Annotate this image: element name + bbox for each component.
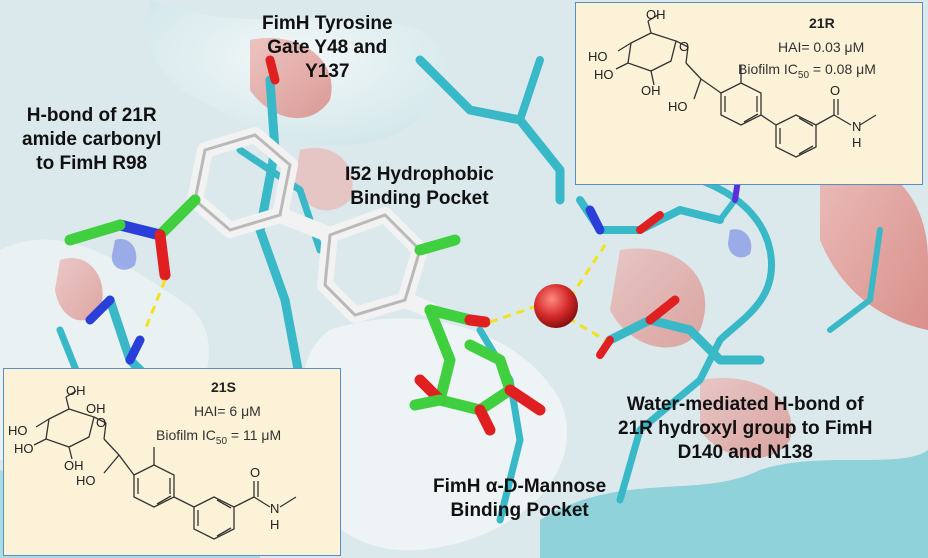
atom-label: N xyxy=(852,119,861,134)
i52-pocket-label: I52 Hydrophobic Binding Pocket xyxy=(345,164,494,209)
compound-21s-name: 21S xyxy=(211,379,236,395)
surface-patch xyxy=(111,239,137,270)
compound-21r-structure: OH HO HO OH O HO O N H xyxy=(588,7,877,158)
compound-21r-name: 21R xyxy=(809,15,835,31)
atom-label: O xyxy=(96,415,106,430)
protein-atom-tips xyxy=(85,55,741,365)
atom-label: OH xyxy=(64,458,84,473)
compound-21r-card: OH HO HO OH O HO O N H 21R HAI= 0.03 μM … xyxy=(575,2,923,185)
atom-label: H xyxy=(852,135,861,150)
compound-21s-structure: OH OH HO HO O OH HO O N H xyxy=(8,383,297,540)
compound-21s-hai: HAI= 6 μM xyxy=(194,403,261,419)
water-molecule xyxy=(534,284,578,328)
atom-label: OH xyxy=(641,83,661,98)
atom-label: O xyxy=(830,83,840,98)
atom-label: HO xyxy=(8,423,28,438)
surface-patch xyxy=(540,450,928,558)
surface-patch xyxy=(728,229,752,258)
hbond-dashes xyxy=(143,244,607,342)
water-hbond-label: Water-mediated H-bond of 21R hydroxyl gr… xyxy=(618,394,873,463)
atom-label: HO xyxy=(668,99,688,114)
compound-21s-card: OH OH HO HO O OH HO O N H 21S HAI= 6 μM … xyxy=(3,368,341,556)
compound-21r-biofilm: Biofilm IC50 = 0.08 μM xyxy=(738,61,876,81)
mannose-pocket-label: FimH α-D-Mannose Binding Pocket xyxy=(433,476,607,521)
surface-patch xyxy=(820,158,928,330)
atom-label: OH xyxy=(86,401,106,416)
atom-label: HO xyxy=(594,67,614,82)
surface-patch xyxy=(295,148,353,211)
atom-label: O xyxy=(679,39,689,54)
atom-label: OH xyxy=(646,7,666,22)
atom-label: HO xyxy=(76,473,96,488)
surface-patch xyxy=(700,378,792,459)
hbond-r98-label: H-bond of 21R amide carbonyl to FimH R98 xyxy=(22,105,162,174)
atom-label: N xyxy=(270,501,279,516)
atom-label: OH xyxy=(66,383,86,398)
atom-label: H xyxy=(270,517,279,532)
tyrosine-gate-label: FimH Tyrosine Gate Y48 and Y137 xyxy=(262,13,393,82)
atom-label: HO xyxy=(588,49,608,64)
ligand-green xyxy=(64,194,546,436)
surface-patch xyxy=(610,248,706,348)
compound-21s-biofilm: Biofilm IC50 = 11 μM xyxy=(156,427,282,447)
atom-label: O xyxy=(250,465,260,480)
surface-patch xyxy=(55,258,103,321)
atom-label: HO xyxy=(14,441,34,456)
compound-21r-hai: HAI= 0.03 μM xyxy=(778,39,865,55)
